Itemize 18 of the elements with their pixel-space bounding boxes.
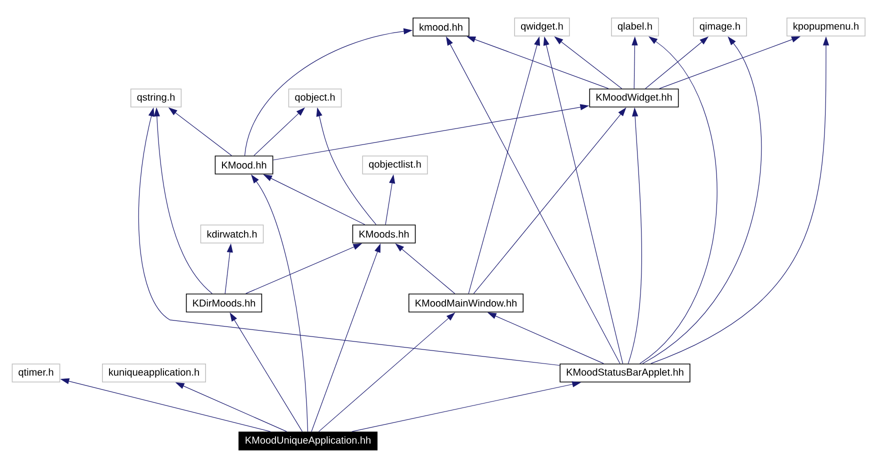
header-box: KMoodWidget.hh <box>589 88 679 108</box>
header-box: KDirMoods.hh <box>186 294 262 312</box>
header-box: qobject.h <box>288 88 342 108</box>
header-box: qtimer.h <box>12 364 60 382</box>
header-box: qlabel.h <box>611 18 659 36</box>
header-box: kpopupmenu.h <box>786 18 866 36</box>
header-box: qimage.h <box>693 18 747 36</box>
header-box: kdirwatch.h <box>200 224 264 244</box>
header-box: KMood.hh <box>214 156 274 174</box>
header-box: qstring.h <box>130 88 182 108</box>
header-box: KMoodStatusBarApplet.hh <box>560 364 690 382</box>
header-box: KMoods.hh <box>352 224 416 244</box>
header-box: qwidget.h <box>514 18 570 36</box>
header-box: kmood.hh <box>412 18 470 36</box>
header-box: KMoodMainWindow.hh <box>408 294 524 312</box>
header-box: qobjectlist.h <box>362 156 428 174</box>
header-box: kuniqueapplication.h <box>102 364 206 382</box>
header-box: KMoodUniqueApplication.hh <box>238 432 378 450</box>
